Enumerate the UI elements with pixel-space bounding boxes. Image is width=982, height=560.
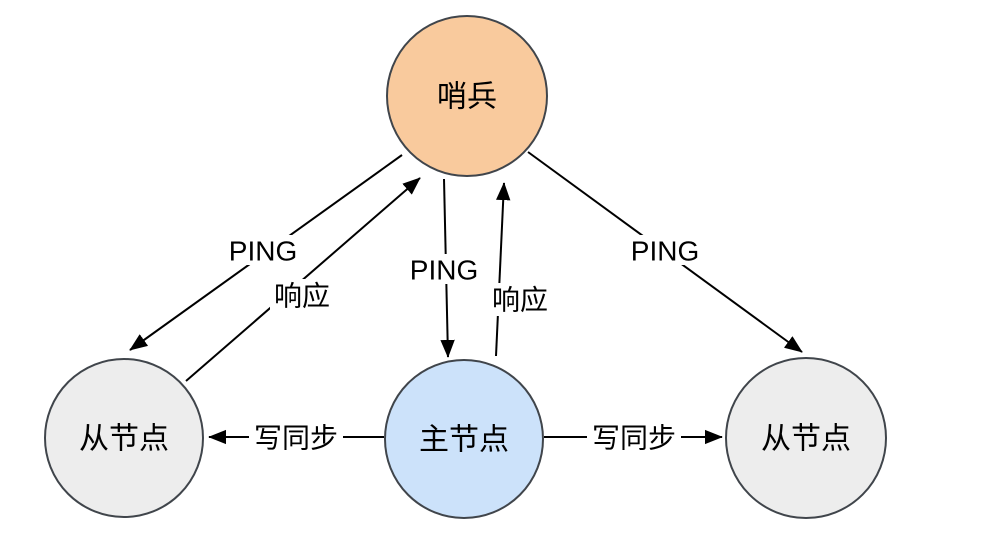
- edge-label-text: PING: [410, 255, 478, 286]
- edge-label-ping-center: PING: [403, 254, 485, 286]
- edge-label-write-sync-right: 写同步: [587, 420, 681, 454]
- node-master-label: 主节点: [419, 424, 509, 457]
- edge-label-bg: [488, 283, 552, 316]
- node-slave-right-label: 从节点: [761, 423, 851, 456]
- edge-label-text: 写同步: [592, 423, 676, 454]
- edge-label-bg: [270, 279, 334, 312]
- node-slave-left: 从节点: [44, 358, 204, 518]
- edge-response-master-to-sentinel: [495, 182, 511, 357]
- edge-label-text: 写同步: [254, 423, 338, 454]
- node-slave-right: 从节点: [725, 357, 887, 519]
- edge-label-ping-left: PING: [222, 235, 304, 267]
- edge-label-bg: [587, 420, 681, 454]
- node-slave-left-circle: [44, 358, 204, 518]
- edge-label-response-center: 响应: [488, 283, 552, 316]
- edge-label-ping-right: PING: [624, 235, 706, 267]
- edge-label-bg: [222, 235, 304, 265]
- edge-label-write-sync-left: 写同步: [249, 420, 343, 454]
- edge-label-response-left: 响应: [270, 279, 334, 312]
- edge-label-bg: [624, 235, 706, 265]
- edge-label-text: 响应: [274, 281, 330, 312]
- edge-label-bg: [403, 254, 485, 284]
- node-slave-left-label: 从节点: [79, 423, 169, 456]
- edge-label-text: PING: [229, 236, 297, 267]
- node-master-circle: [384, 359, 544, 519]
- node-sentinel: 哨兵: [386, 15, 548, 177]
- edge-label-text: PING: [631, 236, 699, 267]
- node-sentinel-circle: [386, 15, 548, 177]
- node-slave-right-circle: [725, 357, 887, 519]
- node-master: 主节点: [384, 359, 544, 519]
- node-sentinel-label: 哨兵: [437, 81, 497, 114]
- edge-label-bg: [249, 420, 343, 454]
- edge-label-text: 响应: [492, 285, 548, 316]
